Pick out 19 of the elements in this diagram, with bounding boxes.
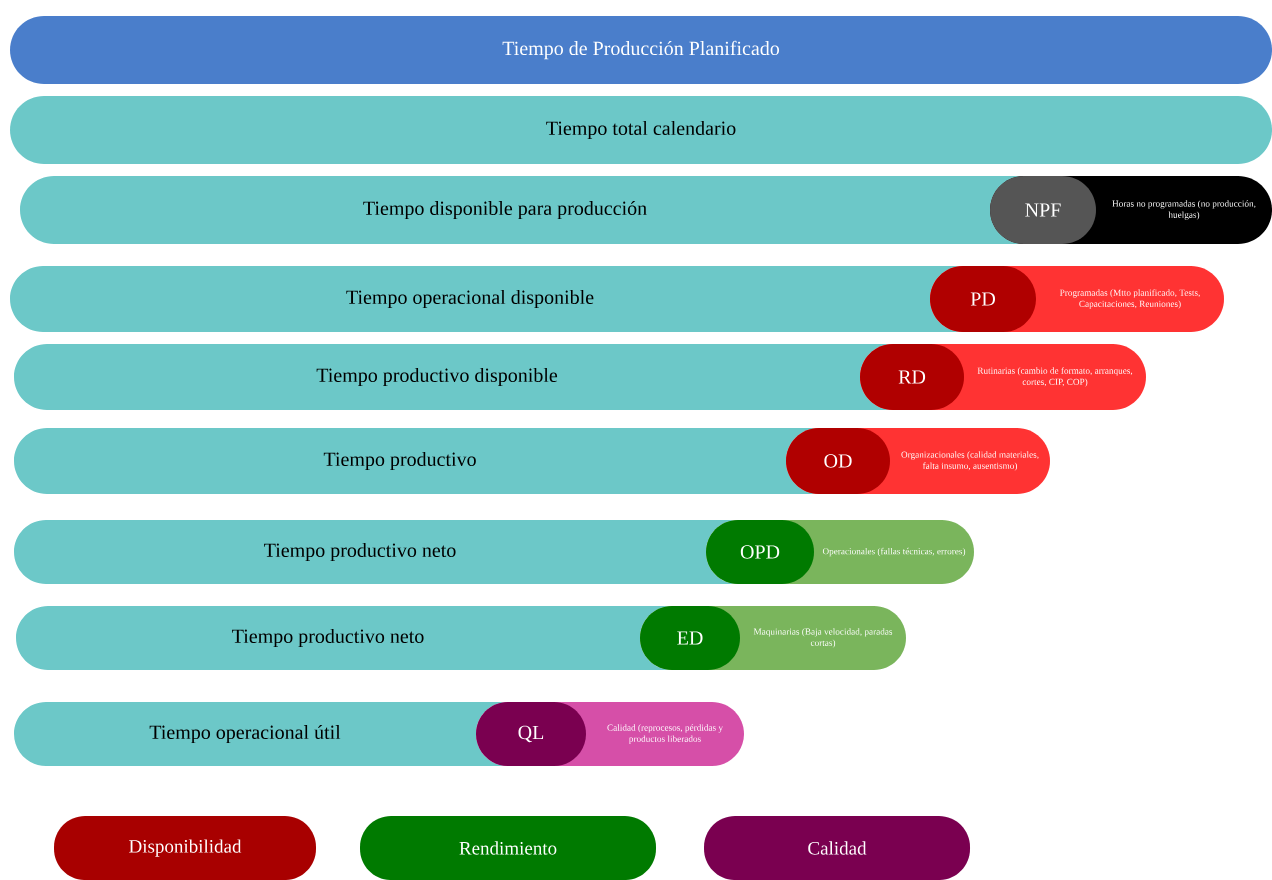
timeline-bar: Tiempo productivo: [14, 428, 819, 494]
timeline-bar: Tiempo operacional útil: [14, 702, 508, 766]
loss-pill: PD: [930, 266, 1036, 332]
legend-label: Rendimiento: [459, 841, 557, 855]
timeline-bar: Tiempo productivo neto: [14, 520, 738, 584]
timeline-bar: Tiempo disponible para producción: [20, 176, 1024, 244]
timeline-bar: Tiempo productivo neto: [16, 606, 672, 670]
legend-label: Calidad: [808, 841, 867, 855]
timeline-bar: Tiempo productivo disponible: [14, 344, 893, 410]
timeline-bar: Tiempo total calendario: [10, 96, 1272, 164]
timeline-bar: Tiempo operacional disponible: [10, 266, 963, 332]
timeline-bar: Tiempo de Producción Planificado: [10, 16, 1272, 84]
loss-pill: OD: [786, 428, 890, 494]
loss-pill: ED: [640, 606, 740, 670]
legend-label: Disponibilidad: [129, 839, 242, 857]
loss-pill: RD: [860, 344, 964, 410]
loss-pill: QL: [476, 702, 586, 766]
loss-pill: NPF: [990, 176, 1096, 244]
loss-pill: OPD: [706, 520, 814, 584]
